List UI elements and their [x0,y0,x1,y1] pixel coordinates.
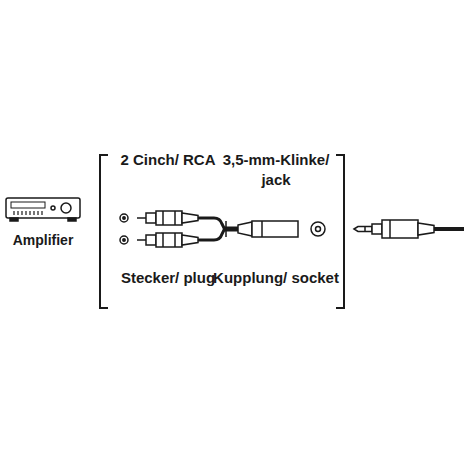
amplifier-icon [6,198,80,221]
rca-plug [137,211,198,247]
rca-socket-symbol [120,214,128,244]
cable [434,227,464,231]
jack-plug [354,220,434,238]
connector-label: 3,5-mm-Klinke/ jack [212,150,340,190]
type-label: Stecker/ plug [104,268,232,288]
jack-socket [238,221,325,237]
device-label: Amplifier [13,230,74,250]
type-label: Kupplung/ socket [212,268,340,288]
bracket [100,155,108,308]
connector-label: 2 Cinch/ RCA [104,150,232,170]
cable [198,218,238,240]
